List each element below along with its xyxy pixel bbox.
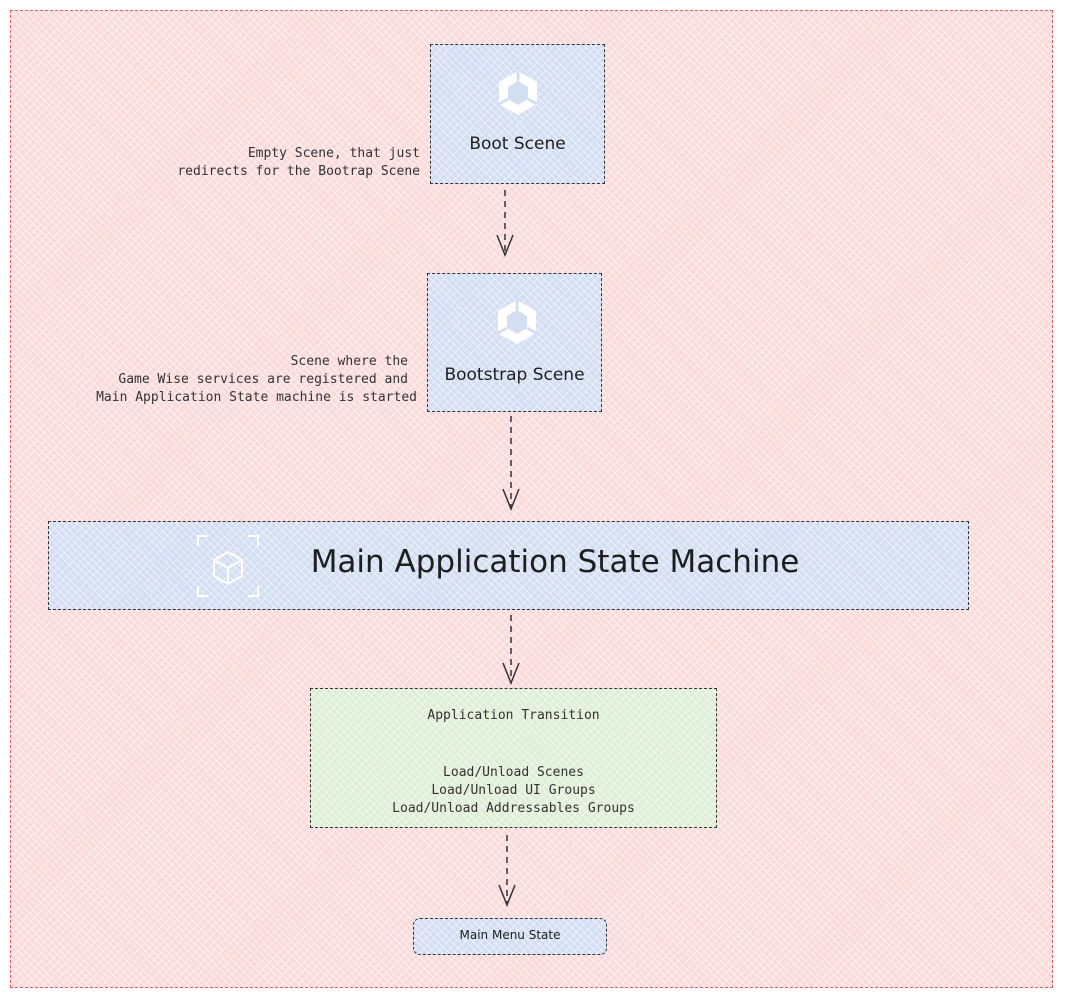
main-menu-state-box [413, 918, 607, 955]
bootstrap-note-line: Game Wise services are registered and [118, 372, 408, 387]
boot-scene-note-line: Empty Scene, that just [247, 146, 420, 161]
transition-title: Application Transition [427, 708, 600, 723]
bootstrap-note-line: Main Application State machine is starte… [96, 390, 417, 405]
main-menu-state-label: Main Menu State [459, 928, 561, 942]
boot-scene-label: Boot Scene [469, 134, 566, 154]
bootstrap-scene-label: Bootstrap Scene [444, 365, 585, 385]
application-transition-box [310, 688, 717, 828]
transition-line: Load/Unload Addressables Groups [392, 801, 635, 816]
bootstrap-scene-box [427, 273, 602, 412]
boot-scene-note-line: redirects for the Bootrap Scene [177, 164, 420, 179]
transition-line: Load/Unload Scenes [443, 765, 584, 780]
bootstrap-note-line: Scene where the [290, 354, 408, 369]
transition-line: Load/Unload UI Groups [431, 783, 596, 798]
state-machine-label: Main Application State Machine [310, 544, 800, 580]
cube-icon [197, 535, 259, 597]
